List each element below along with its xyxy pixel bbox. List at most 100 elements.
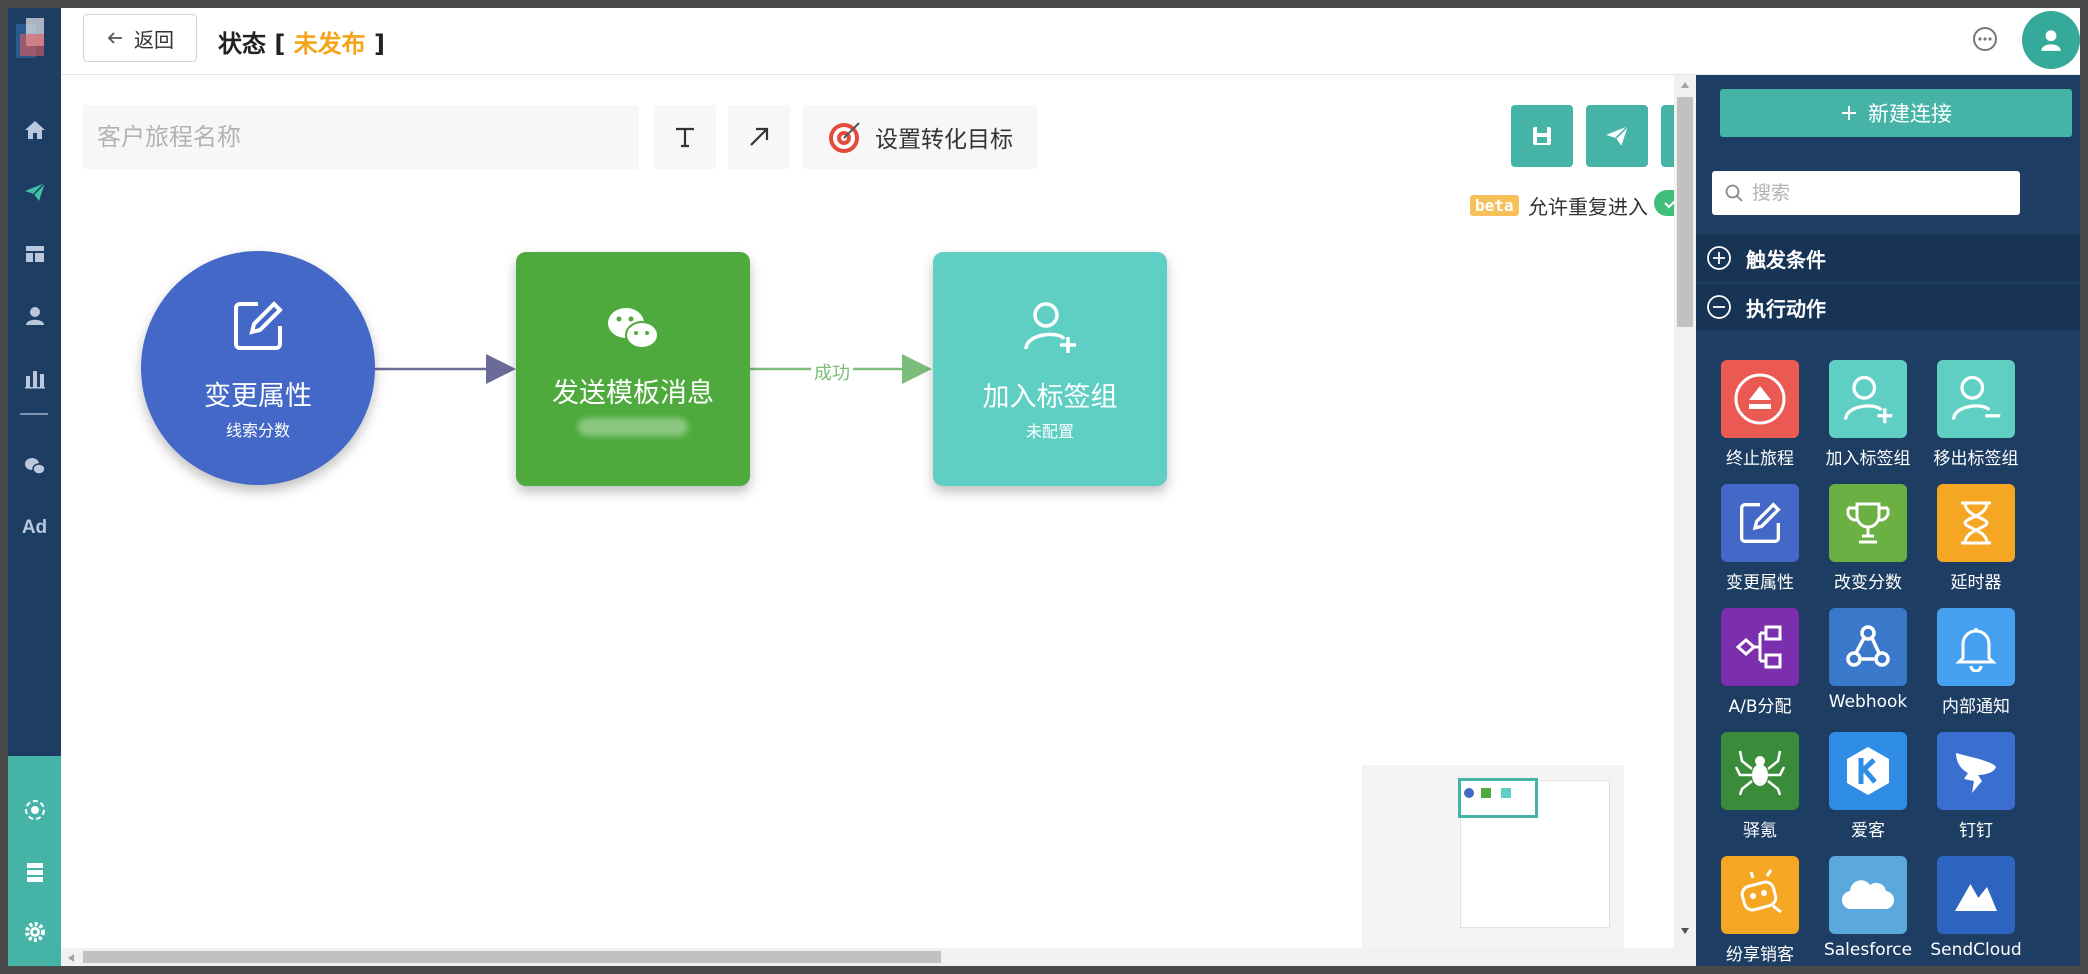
tile-icon (1721, 360, 1799, 438)
nav-integrations[interactable] (8, 790, 61, 830)
set-goal-button[interactable]: 设置转化目标 (803, 105, 1037, 169)
action-tile-salesforce[interactable]: Salesforce (1818, 856, 1918, 966)
beta-badge: beta (1470, 195, 1519, 216)
back-button[interactable]: 返回 (83, 14, 197, 62)
gear-icon (24, 922, 45, 942)
hub-icon (24, 800, 45, 820)
text-tool-button[interactable] (654, 105, 716, 169)
save-button[interactable] (1511, 105, 1573, 167)
spider-icon (1734, 750, 1786, 796)
tile-label: 改变分数 (1834, 573, 1902, 593)
flow-node-add-tag-group[interactable]: 加入标签组 未配置 (933, 252, 1167, 486)
tile-icon (1937, 484, 2015, 562)
minimap-viewport[interactable] (1458, 778, 1538, 818)
tile-icon (1721, 856, 1799, 934)
arrow-tool-button[interactable] (728, 105, 790, 169)
text-icon (676, 127, 694, 148)
nav-servers[interactable] (8, 852, 61, 892)
flow-node-change-attribute[interactable]: 变更属性 线索分数 (141, 251, 375, 485)
nav-contacts[interactable] (8, 296, 61, 336)
tile-icon (1721, 732, 1799, 810)
journey-canvas[interactable]: 设置转化目标 beta 允许重复进入 成功 变更属性 (61, 75, 1727, 948)
vertical-scrollbar[interactable] (1674, 75, 1696, 948)
bell-icon (1955, 628, 1997, 672)
tile-icon (1829, 856, 1907, 934)
action-tile-dingtalk[interactable]: 钉钉 (1926, 732, 2026, 842)
top-bar: 返回 状态 [ 未发布 ] (61, 8, 2080, 75)
target-icon (829, 122, 860, 153)
tile-icon (1937, 360, 2015, 438)
section-label: 执行动作 (1746, 296, 1826, 321)
chat-icon[interactable] (1970, 24, 2000, 54)
tile-icon (1829, 484, 1907, 562)
new-connection-button[interactable]: 新建连接 (1720, 89, 2072, 137)
edit-icon (234, 300, 283, 350)
tile-label: 驿氪 (1743, 821, 1777, 841)
tile-label: 爱客 (1851, 821, 1885, 841)
server-icon (26, 863, 43, 882)
node-title: 发送模板消息 (552, 377, 714, 409)
action-tile-change-score[interactable]: 改变分数 (1818, 484, 1918, 594)
panel-search-input[interactable] (1752, 182, 2002, 204)
section-triggers[interactable]: 触发条件 (1696, 235, 2080, 281)
nav-layout[interactable] (8, 234, 61, 274)
action-tile-aike[interactable]: 爱客 (1818, 732, 1918, 842)
hourglass-icon (1961, 501, 1991, 545)
wechat-icon (608, 307, 659, 349)
user-add-icon (1024, 301, 1076, 353)
horizontal-scroll-thumb[interactable] (83, 951, 941, 963)
status-suffix: ] (374, 30, 386, 58)
action-tile-fxiaoke[interactable]: 纷享销客 (1710, 856, 1810, 966)
nav-settings[interactable] (8, 912, 61, 952)
left-nav-bottom (8, 756, 61, 966)
layout-icon (25, 246, 44, 262)
home-icon (24, 121, 45, 139)
tile-label: SendCloud (1930, 940, 2022, 960)
action-tile-internal-notify[interactable]: 内部通知 (1926, 608, 2026, 718)
minimap[interactable] (1362, 765, 1624, 948)
action-tile-delay[interactable]: 延时器 (1926, 484, 2026, 594)
edit-icon (1740, 502, 1781, 543)
edge-success-label: 成功 (811, 359, 853, 385)
nav-analytics[interactable] (8, 358, 61, 398)
tile-icon (1721, 484, 1799, 562)
app-window: Ad 返回 状态 [ 未发布 ] (8, 8, 2080, 966)
action-tile-sendcloud[interactable]: SendCloud (1926, 856, 2026, 966)
tile-label: 终止旅程 (1726, 449, 1794, 469)
publish-button[interactable] (1586, 105, 1648, 167)
nav-journey[interactable] (8, 172, 61, 212)
nav-wechat[interactable] (8, 446, 61, 486)
action-tile-change-attribute[interactable]: 变更属性 (1710, 484, 1810, 594)
user-avatar[interactable] (2022, 11, 2080, 69)
arrow-diagonal-icon (750, 127, 769, 146)
action-tile-ab-split[interactable]: A/B分配 (1710, 608, 1810, 718)
journey-name-input[interactable] (83, 105, 639, 169)
user-icon (25, 307, 44, 325)
user-icon (2041, 30, 2061, 51)
horizontal-scrollbar[interactable] (61, 948, 1727, 966)
action-tile-yike[interactable]: 驿氪 (1710, 732, 1810, 842)
action-tile-remove-tag-group[interactable]: 移出标签组 (1926, 360, 2026, 470)
nav-ad[interactable]: Ad (8, 508, 61, 548)
flow-node-send-template[interactable]: 发送模板消息 (516, 252, 750, 486)
tile-icon (1721, 608, 1799, 686)
new-connection-label: 新建连接 (1868, 102, 1952, 126)
scroll-down-icon (1681, 928, 1689, 934)
tile-icon (1937, 856, 2015, 934)
tile-label: Webhook (1828, 692, 1908, 712)
robot-icon (1740, 869, 1782, 914)
scroll-up-icon (1681, 82, 1689, 88)
plus-icon (1842, 106, 1856, 120)
tile-label: 变更属性 (1726, 573, 1794, 593)
section-actions[interactable]: 执行动作 (1696, 284, 2080, 330)
minus-circle-icon (1707, 295, 1731, 319)
tile-icon (1829, 608, 1907, 686)
nav-home[interactable] (8, 110, 61, 150)
set-goal-label: 设置转化目标 (875, 127, 1013, 153)
status-prefix: 状态 [ (218, 30, 286, 58)
tile-icon (1829, 732, 1907, 810)
action-tile-webhook[interactable]: Webhook (1818, 608, 1918, 718)
vertical-scroll-thumb[interactable] (1677, 97, 1693, 327)
action-tile-end-journey[interactable]: 终止旅程 (1710, 360, 1810, 470)
action-tile-add-tag-group[interactable]: 加入标签组 (1818, 360, 1918, 470)
